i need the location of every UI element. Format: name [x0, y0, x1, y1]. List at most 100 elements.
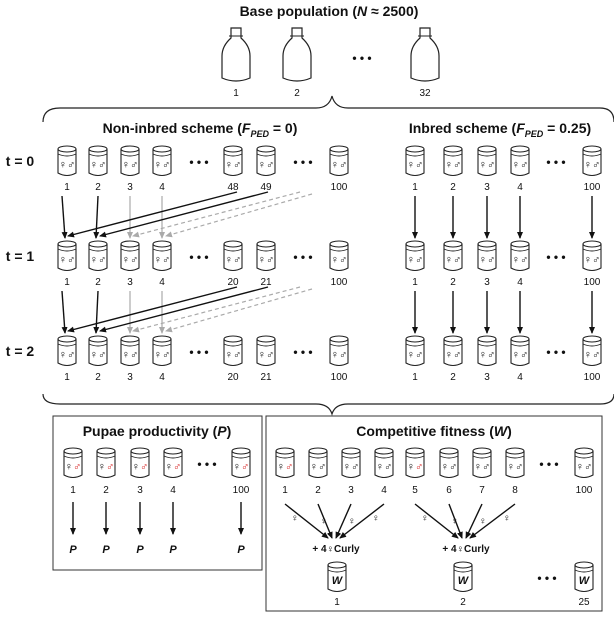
- noninbred-vial: ♀♂: [329, 145, 349, 177]
- vial-number: 6: [446, 485, 452, 496]
- vial-number: 3: [484, 277, 490, 288]
- noninbred-vial: ♀♂: [152, 145, 172, 177]
- vial-number: 4: [170, 485, 176, 496]
- noninbred-vial: ♀♂: [256, 240, 276, 272]
- sex-symbol: ♀♂: [165, 461, 182, 473]
- sex-symbol: ♀♂: [277, 461, 294, 473]
- arrow: [67, 286, 238, 333]
- noninbred-vial: ♀♂: [120, 335, 140, 367]
- generation-label: t = 0: [6, 153, 35, 169]
- productivity-symbol: P: [69, 544, 77, 556]
- vial-number: 100: [331, 372, 348, 383]
- pupae-vial: ♀♂: [63, 447, 83, 479]
- bottle: [410, 27, 440, 82]
- sex-symbol: ♀♂: [59, 159, 76, 171]
- vial-number: 2: [315, 485, 321, 496]
- sex-symbol: ♀♂: [376, 461, 393, 473]
- bottom-brace: [42, 393, 614, 417]
- vial-number: 4: [159, 277, 165, 288]
- female-symbol: ♀: [479, 516, 487, 527]
- sex-symbol: ♀♂: [479, 349, 496, 361]
- vial-number: 1: [64, 277, 70, 288]
- vial-number: 21: [260, 372, 272, 383]
- vial-number: 3: [127, 182, 133, 193]
- vial-number: 100: [584, 372, 601, 383]
- vial-number: 8: [512, 485, 518, 496]
- vial-number: 4: [517, 372, 523, 383]
- arrow: [165, 193, 313, 238]
- vial-number: 100: [584, 182, 601, 193]
- female-symbol: ♀: [372, 513, 380, 524]
- sex-symbol: ♀♂: [407, 461, 424, 473]
- sex-symbol: ♀♂: [445, 159, 462, 171]
- noninbred-vial: ♀♂: [223, 145, 243, 177]
- vial-number: 1: [64, 182, 70, 193]
- inbred-vial: ♀♂: [443, 335, 463, 367]
- productivity-symbol: P: [237, 544, 245, 556]
- female-symbol: ♀: [451, 516, 459, 527]
- noninbred-vial: ♀♂: [329, 240, 349, 272]
- vial-number: 100: [331, 277, 348, 288]
- sex-symbol: ♀♂: [507, 461, 524, 473]
- fitness-symbol: W: [332, 575, 344, 587]
- vial-number: 1: [70, 485, 76, 496]
- productivity-symbol: P: [169, 544, 177, 556]
- female-symbol: ♀: [421, 513, 429, 524]
- arrow: [93, 195, 100, 239]
- vial-number: 100: [331, 182, 348, 193]
- inbred-vial: ♀♂: [582, 145, 602, 177]
- fitness-symbol: W: [579, 575, 591, 587]
- arrow: [465, 503, 483, 539]
- base-population-title: Base population (N ≈ 2500): [240, 3, 419, 19]
- sex-symbol: ♀♂: [122, 159, 139, 171]
- sex-symbol: ♀♂: [59, 349, 76, 361]
- vial-number: 2: [95, 182, 101, 193]
- arrow: [469, 503, 516, 539]
- noninbred-vial: ♀♂: [256, 145, 276, 177]
- noninbred-vial: ♀♂: [88, 240, 108, 272]
- fitness-vial: ♀♂: [505, 447, 525, 479]
- sex-symbol: ♀♂: [479, 159, 496, 171]
- vial-number: 2: [95, 372, 101, 383]
- noninbred-vial: ♀♂: [152, 335, 172, 367]
- sex-symbol: ♀♂: [584, 159, 601, 171]
- noninbred-vial: ♀♂: [329, 335, 349, 367]
- ellipsis: • • •: [537, 571, 556, 585]
- vial-number: 1: [334, 597, 340, 608]
- vial-number: 3: [484, 372, 490, 383]
- vial-number: 1: [412, 277, 418, 288]
- competitive-fitness-title: Competitive fitness (W): [356, 423, 512, 439]
- fitness-result-vial: W: [327, 561, 347, 593]
- sex-symbol: ♀♂: [441, 461, 458, 473]
- sex-symbol: ♀♂: [474, 461, 491, 473]
- bottle: [282, 27, 312, 82]
- vial-number: 25: [578, 597, 590, 608]
- generation-arrows: [61, 191, 595, 334]
- sex-symbol: ♀♂: [331, 349, 348, 361]
- sex-symbol: ♀♂: [225, 159, 242, 171]
- fitness-vial: ♀♂: [308, 447, 328, 479]
- sex-symbol: ♀♂: [154, 349, 171, 361]
- vial-number: 4: [517, 182, 523, 193]
- fitness-vial: ♀♂: [472, 447, 492, 479]
- sex-symbol: ♀♂: [407, 159, 424, 171]
- ellipsis: • • •: [197, 457, 216, 471]
- arrow: [99, 286, 269, 333]
- ellipsis: • • •: [293, 155, 312, 169]
- generations: t = 0♀♂1♀♂2♀♂3♀♂4♀♂48♀♂49♀♂100• • •• • •…: [6, 145, 602, 383]
- sex-symbol: ♀♂: [225, 254, 242, 266]
- female-symbol: ♀: [320, 516, 328, 527]
- noninbred-vial: ♀♂: [256, 335, 276, 367]
- inbred-vial: ♀♂: [477, 240, 497, 272]
- sex-symbol: ♀♂: [576, 461, 593, 473]
- sex-symbol: ♀♂: [132, 461, 149, 473]
- ellipsis: • • •: [293, 345, 312, 359]
- noninbred-vial: ♀♂: [120, 145, 140, 177]
- arrow: [99, 191, 269, 238]
- ellipsis: • • •: [546, 345, 565, 359]
- sex-symbol: ♀♂: [584, 349, 601, 361]
- noninbred-vial: ♀♂: [57, 145, 77, 177]
- vial-number: 100: [584, 277, 601, 288]
- noninbred-vial: ♀♂: [88, 145, 108, 177]
